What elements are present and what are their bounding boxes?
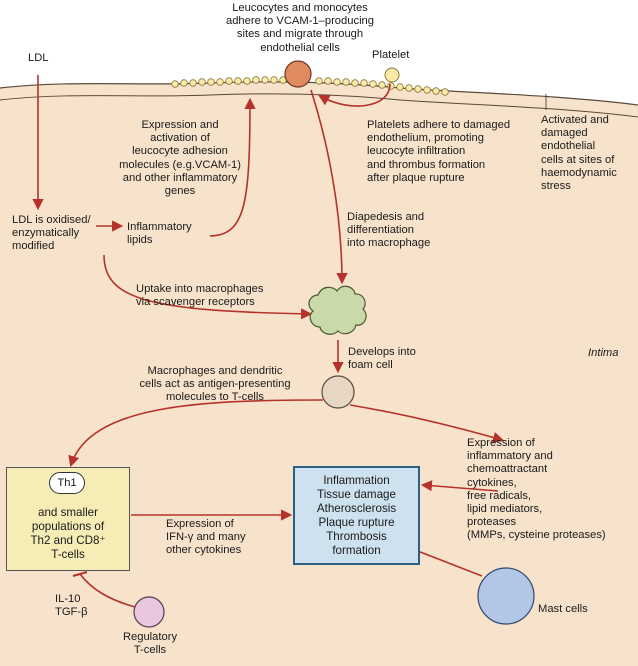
develops-foam-label: Develops into foam cell xyxy=(348,346,416,372)
il10-tgf-label: IL-10 TGF-β xyxy=(55,593,88,619)
monocyte-cell xyxy=(284,60,312,88)
outcomes-box xyxy=(293,466,420,565)
regulatory-tcells-label: Regulatory T-cells xyxy=(122,631,178,657)
platelet-label: Platelet xyxy=(372,49,410,61)
activated-damaged-label: Activated and damaged endothelial cells … xyxy=(541,114,617,193)
th1-badge: Th1 xyxy=(49,472,85,494)
expression-inflammatory-label: Expression of inflammatory and chemoattr… xyxy=(467,437,606,542)
inhibit-bar xyxy=(72,571,88,577)
outcomes-text: Inflammation Tissue damage Atheroscleros… xyxy=(316,474,397,557)
mast-cells-label: Mast cells xyxy=(538,603,588,615)
arrow-foam-to-th1 xyxy=(68,399,324,468)
expression-ifn-label: Expression of IFN-γ and many other cytok… xyxy=(166,518,246,557)
arrow-foam-to-expression xyxy=(349,404,505,443)
arrow-platelet-adhere xyxy=(318,83,391,107)
foam-cell xyxy=(321,375,355,409)
macrophages-dendritic-label: Macrophages and dendritic cells act as a… xyxy=(139,365,291,404)
adhesion-molecules xyxy=(171,76,449,96)
leucocytes-adhere-label: Leucocytes and monocytes adhere to VCAM-… xyxy=(225,2,374,54)
ldl-label: LDL xyxy=(28,52,49,64)
expression-activation-label: Expression and activation of leucocyte a… xyxy=(119,119,241,198)
macrophage-cell xyxy=(308,285,367,335)
intima-region xyxy=(0,81,638,666)
th1-box-text: and smaller populations of Th2 and CD8⁺ … xyxy=(30,506,106,561)
uptake-macrophages-label: Uptake into macrophages via scavenger re… xyxy=(136,283,264,309)
ldl-oxidised-label: LDL is oxidised/ enzymatically modified xyxy=(12,214,91,253)
platelet-cell xyxy=(384,67,400,83)
inflammatory-lipids-label: Inflammatory lipids xyxy=(127,221,192,247)
endothelium-bottom xyxy=(0,93,638,118)
endothelium-top xyxy=(0,81,638,106)
inhibit-regulatory-to-th1 xyxy=(79,573,136,608)
intima-label: Intima xyxy=(588,347,619,359)
mast-cell xyxy=(477,567,535,625)
arrow-uptake xyxy=(103,254,313,320)
arrow-expression-to-outcomes xyxy=(420,480,499,492)
diapedesis-label: Diapedesis and differentiation into macr… xyxy=(347,211,431,250)
arrow-diapedesis xyxy=(310,89,348,285)
platelets-adhere-label: Platelets adhere to damaged endothelium,… xyxy=(367,119,511,184)
regulatory-tcell xyxy=(133,596,165,628)
arrow-lipids-to-endothelium xyxy=(209,97,256,237)
